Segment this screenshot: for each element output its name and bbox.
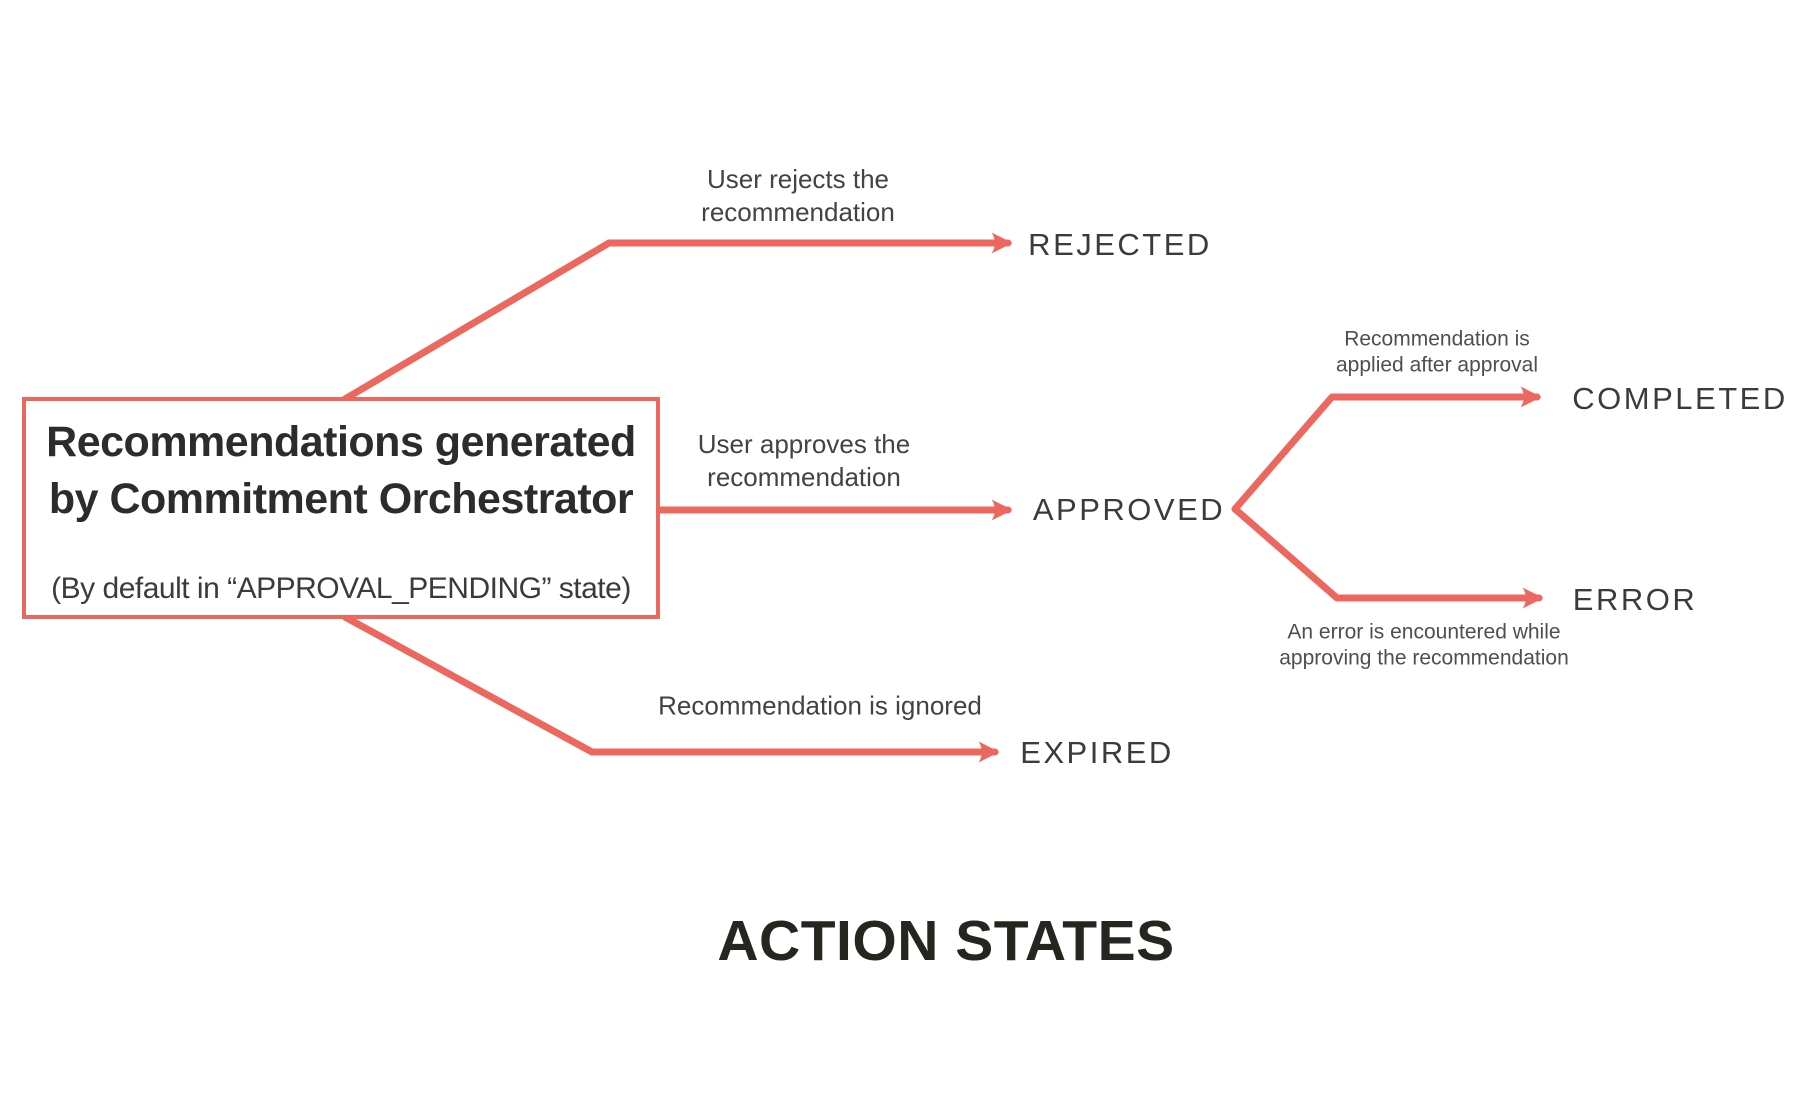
edge-label-applied-after-approval: Recommendation is applied after approval (1336, 327, 1538, 378)
edge-label-applied-line2: applied after approval (1336, 353, 1538, 376)
arrow-expired-path (341, 613, 1000, 763)
diagram-title: ACTION STATES (717, 909, 1175, 973)
edge-label-user-rejects-line2: recommendation (701, 197, 895, 227)
state-node-rejected: REJECTED (1028, 227, 1212, 262)
edge-label-recommendation-ignored: Recommendation is ignored (658, 690, 982, 721)
edge-label-error-line1: An error is encountered while (1287, 620, 1561, 644)
state-node-completed: COMPLETED (1572, 381, 1788, 416)
edge-label-user-approves: User approves the recommendation (698, 428, 910, 494)
source-node-heading: Recommendations generated by Commitment … (26, 414, 656, 528)
state-node-expired: EXPIRED (1020, 735, 1174, 770)
edge-label-error-encountered: An error is encountered while approving … (1279, 620, 1569, 671)
arrow-error-path (1231, 505, 1544, 609)
edge-label-error-line2: approving the recommendation (1279, 646, 1569, 669)
arrow-completed-path (1231, 386, 1542, 513)
state-node-error: ERROR (1572, 582, 1698, 617)
state-node-approved: APPROVED (1032, 492, 1226, 527)
edge-label-user-approves-line1: User approves the (697, 429, 911, 459)
source-node: Recommendations generated by Commitment … (22, 397, 660, 619)
edge-label-user-approves-line2: recommendation (707, 462, 901, 492)
source-node-heading-line2: by Commitment Orchestrator (48, 475, 634, 523)
source-node-subtitle: (By default in “APPROVAL_PENDING” state) (51, 572, 631, 605)
arrow-rejected-path (341, 232, 1013, 403)
source-node-heading-line1: Recommendations generated (46, 418, 636, 466)
edge-label-user-rejects: User rejects the recommendation (701, 163, 895, 229)
edge-label-user-rejects-line1: User rejects the (706, 164, 890, 194)
edge-label-applied-line1: Recommendation is (1344, 327, 1530, 351)
